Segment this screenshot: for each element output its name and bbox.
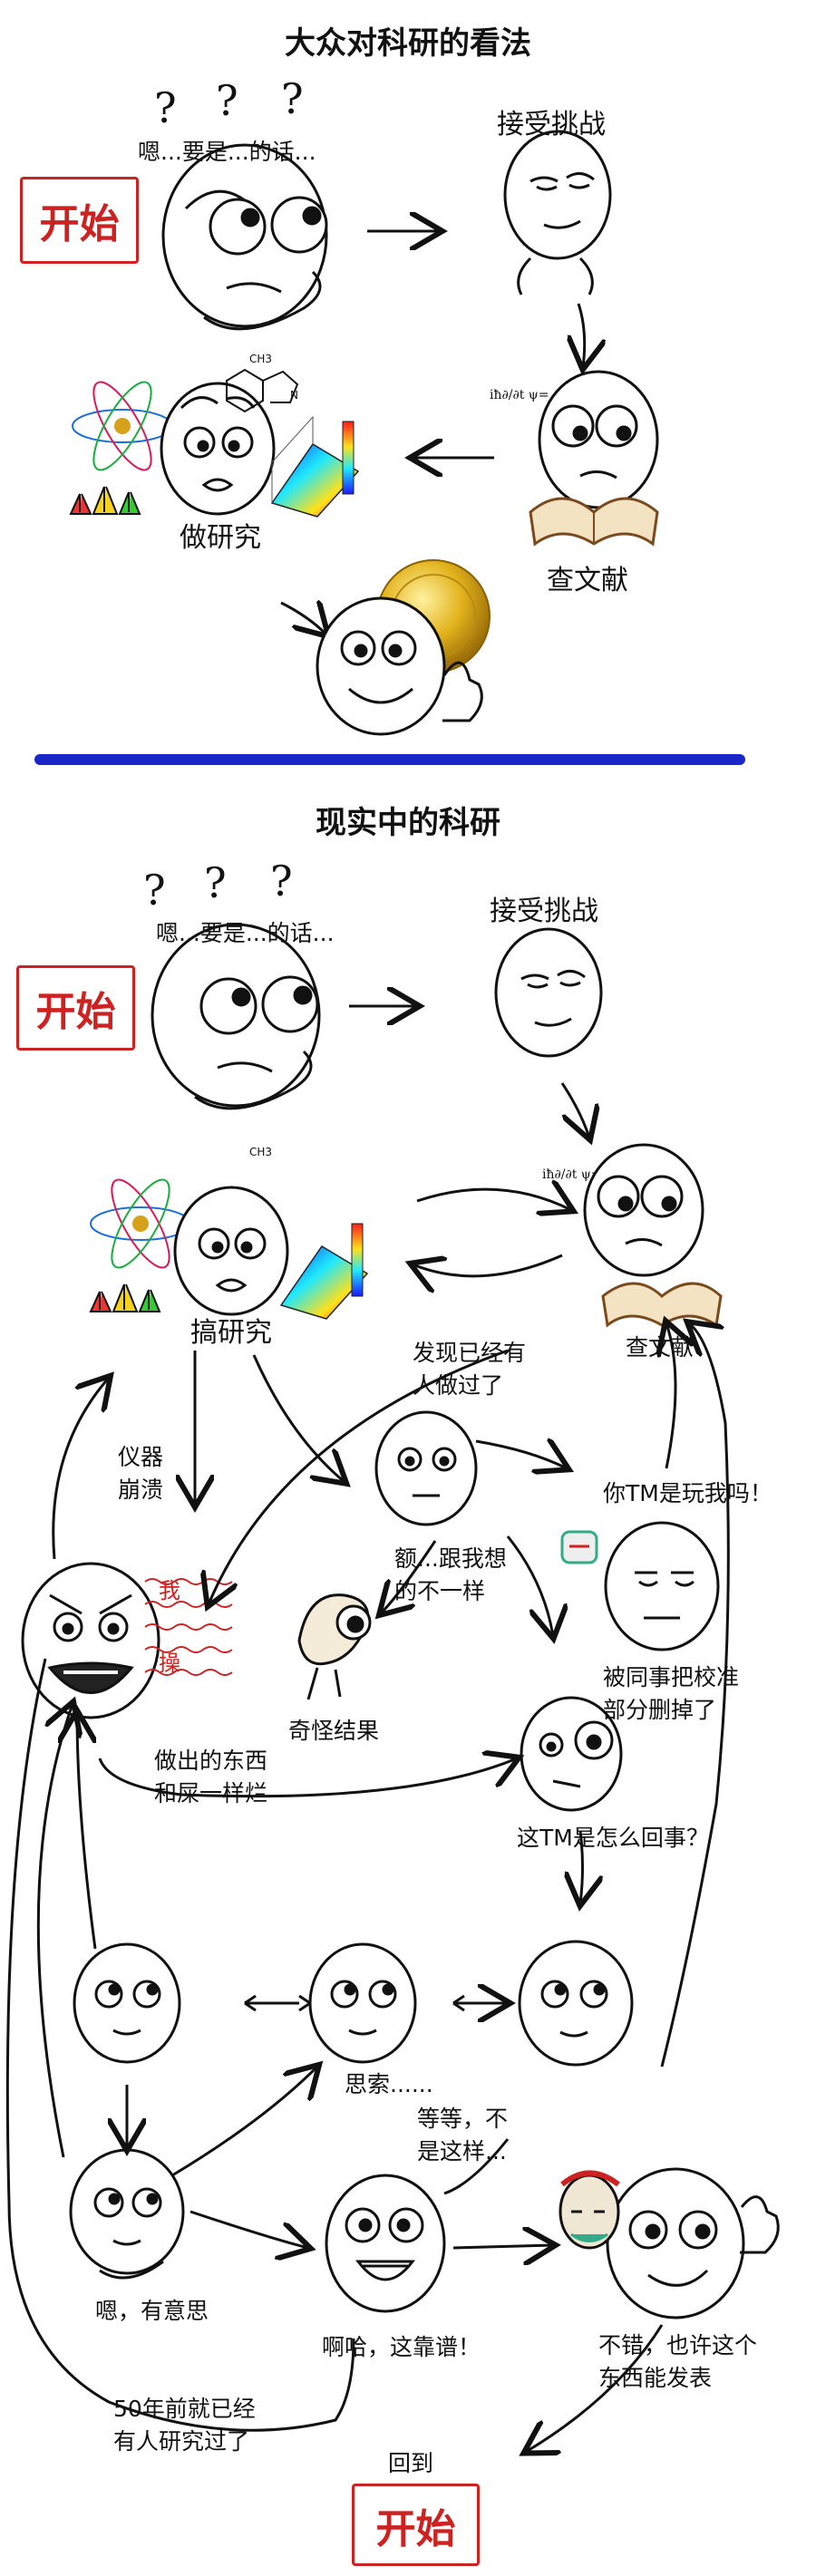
challenge-label-2: 接受挑战: [490, 896, 598, 927]
question-mark-icon: ?: [216, 76, 238, 125]
curse-wo: 我: [159, 1578, 180, 1603]
question-mark-icon: ?: [270, 857, 293, 905]
arrow-icon: [578, 303, 585, 367]
challenge-face-2: [494, 927, 603, 1058]
challenge-face: [503, 130, 612, 295]
wait-label: 等等，不 是这样...: [417, 2106, 509, 2164]
atom-icon: [72, 381, 173, 471]
arrow-icon: [416, 1189, 571, 1210]
kidding-face: [560, 1521, 720, 1651]
thinking-face-2: [151, 923, 321, 1110]
instrument-crash-label: 仪器 崩溃: [118, 1444, 164, 1503]
svg-text:CH3: CH3: [249, 1146, 272, 1158]
found-done-label: 发现已经有 人做过了: [413, 1340, 527, 1399]
svg-text:N: N: [290, 389, 298, 402]
thought-text-2: 嗯...要是...的话...: [156, 920, 335, 946]
what-happened-label: 这TM是怎么回事？: [517, 1825, 709, 1851]
challenge-label: 接受挑战: [497, 109, 606, 140]
reliable-label: 啊哈，这靠谱！: [322, 2334, 481, 2360]
surface-plot-icon-2: CH3: [249, 1146, 369, 1320]
arrow-icon: [280, 603, 326, 634]
pondering-face-right: [518, 1940, 634, 2067]
small-bearded-face: [559, 2170, 620, 2250]
start-box: 开始: [20, 177, 139, 264]
fifty-years-label: 50年前就已经 有人研究过了: [113, 2396, 256, 2455]
surface-plot-icon: [270, 415, 360, 518]
weird-face: [297, 1593, 372, 1700]
like-poop-label: 做出的东西 和屎一样烂: [154, 1748, 268, 1806]
confused-face: [520, 1696, 623, 1812]
book-icon: [529, 497, 659, 547]
top-title: 大众对科研的看法: [285, 25, 531, 62]
start-box-2: 开始: [16, 965, 135, 1051]
interesting-label: 嗯，有意思: [95, 2298, 209, 2324]
thought-text: 嗯...要是...的话...: [138, 139, 316, 165]
arrow-icon: [413, 1254, 563, 1276]
flasks-icon-2: [89, 1283, 161, 1312]
reliable-face: [325, 2174, 446, 2313]
research-face-2: [173, 1186, 289, 1316]
question-mark-icon: ?: [154, 83, 177, 132]
question-mark-icon: ?: [204, 858, 227, 907]
pondering-face-left: [73, 1942, 181, 2064]
different-face: [374, 1410, 478, 1526]
start-box-end: 开始: [352, 2484, 480, 2566]
literature-face-2: iħ∂/∂t ψ=: [542, 1143, 704, 1277]
atom-icon-2: [90, 1178, 191, 1269]
calibration-deleted-label: 被同事把校准 部分删掉了: [603, 1664, 740, 1723]
flasks-icon: [69, 486, 141, 515]
thinking-label: 思索......: [345, 2071, 433, 2097]
research-face: [160, 382, 276, 516]
rage-face: [21, 1562, 160, 1719]
molecule-icon: CH3 N: [226, 353, 299, 413]
you-kidding-label: 你TM是玩我吗！: [603, 1480, 772, 1506]
arrow-icon: [560, 1082, 589, 1138]
svg-text:iħ∂/∂t ψ=: iħ∂/∂t ψ=: [490, 388, 549, 402]
research-label-2: 搞研究: [190, 1317, 272, 1349]
question-mark-icon: ?: [143, 866, 166, 915]
literature-label-2: 查文献: [626, 1334, 695, 1361]
bottom-title: 现实中的科研: [316, 805, 500, 841]
pondering-face-mid: [308, 1942, 417, 2064]
question-mark-icon: ?: [281, 74, 304, 123]
flow-arrows: [5, 1323, 730, 2452]
book-icon-2: [601, 1282, 723, 1328]
publishable-face: [559, 2167, 780, 2319]
svg-text:CH3: CH3: [249, 353, 272, 365]
literature-face: iħ∂/∂t ψ=: [490, 370, 659, 509]
svg-text:iħ∂/∂t ψ=: iħ∂/∂t ψ=: [542, 1167, 601, 1182]
literature-label: 查文献: [547, 565, 628, 596]
back-to-label: 回到: [388, 2450, 434, 2476]
different-label: 额...跟我想 的不一样: [394, 1545, 507, 1604]
publishable-label: 不错，也许这个 东西能发表: [598, 2332, 758, 2391]
research-label: 做研究: [180, 522, 261, 554]
thinking-face: [161, 143, 328, 331]
interesting-face: [69, 2148, 185, 2280]
happy-face: [316, 596, 483, 736]
weird-result-label: 奇怪结果: [288, 1718, 380, 1744]
section-divider: [34, 754, 745, 765]
curse-cao: 操: [159, 1651, 180, 1676]
